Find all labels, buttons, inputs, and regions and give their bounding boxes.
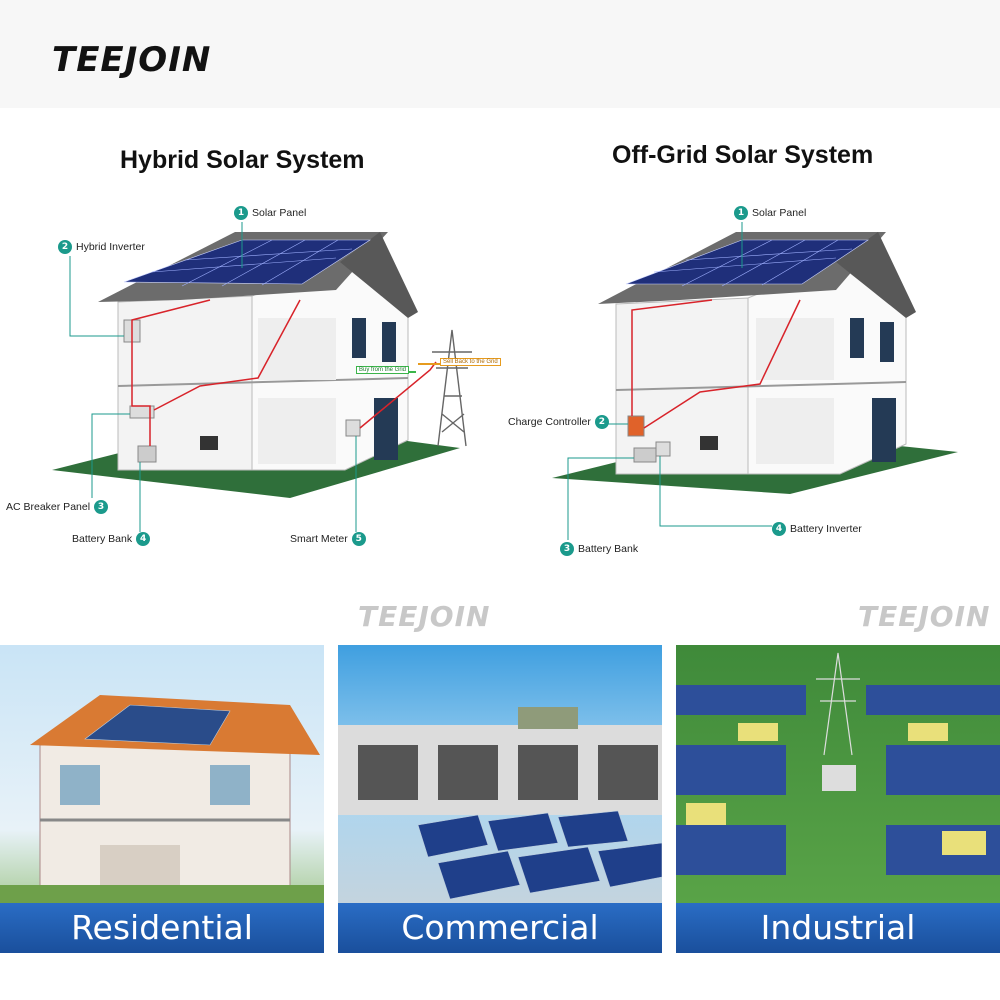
offgrid-solar-panels	[625, 239, 869, 285]
residential-panel: Residential	[0, 645, 324, 953]
sell-back-grid-tag: Sell Back to the Grid	[440, 358, 501, 366]
offgrid-title: Off-Grid Solar System	[612, 141, 874, 169]
hybrid-solar-panels	[123, 239, 372, 285]
hybrid-house-illustration	[52, 222, 472, 532]
watermark-logo: TEEJOIN	[358, 600, 491, 633]
industrial-panel: Industrial	[676, 645, 1000, 953]
offgrid-house-illustration	[552, 222, 958, 540]
transmission-tower	[432, 329, 472, 447]
caption-commercial: Commercial	[338, 903, 662, 953]
caption-industrial: Industrial	[676, 903, 1000, 953]
watermark-logo: TEEJOIN	[858, 600, 991, 633]
solar-diagrams	[52, 222, 958, 540]
buy-from-grid-tag: Buy from the Grid	[356, 366, 410, 374]
battery-bank-unit	[137, 445, 157, 463]
smart-meter-unit	[345, 419, 361, 437]
caption-residential: Residential	[0, 903, 324, 953]
commercial-panel: Commercial	[338, 645, 662, 953]
header-band	[0, 0, 1000, 108]
hybrid-title: Hybrid Solar System	[120, 146, 365, 174]
charge-controller-unit	[627, 415, 645, 437]
brand-logo: TEEJOIN	[52, 40, 212, 80]
battery-inverter-unit	[655, 441, 671, 457]
offgrid-battery-bank-unit	[633, 447, 657, 463]
